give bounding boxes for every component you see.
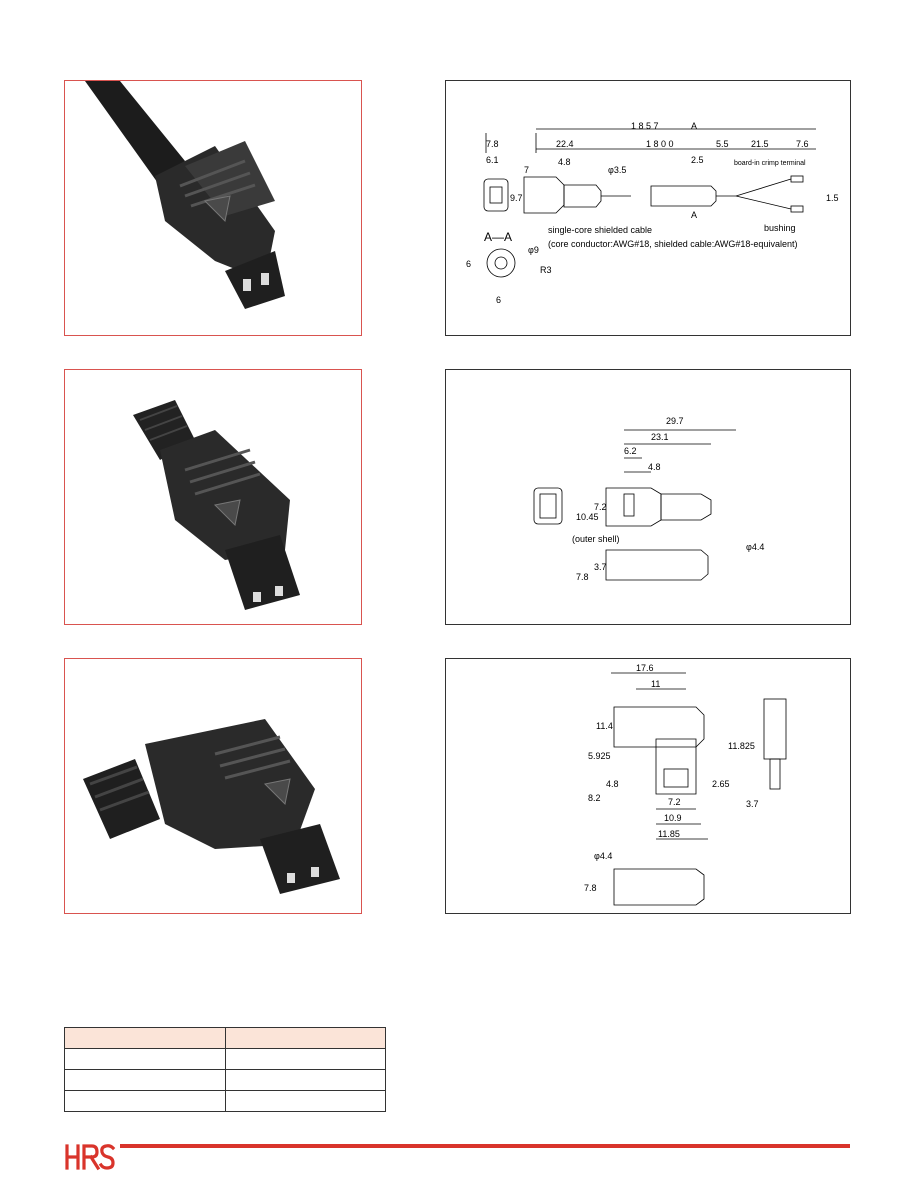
dim-label: 7.2 bbox=[668, 797, 681, 807]
dim-label: 11 bbox=[651, 679, 660, 689]
dim-label: 8.2 bbox=[588, 793, 601, 803]
dim-label: 11.85 bbox=[658, 829, 680, 839]
dim-label: 3.7 bbox=[746, 799, 759, 809]
dim-label: 3.7 bbox=[594, 562, 607, 572]
footer-accent-line bbox=[120, 1144, 850, 1148]
table-row bbox=[64, 1048, 386, 1070]
dim-label: φ9 bbox=[528, 245, 539, 255]
dim-label: 1 8 5 7 bbox=[631, 121, 659, 131]
dim-label: 6 bbox=[496, 295, 501, 305]
dim-label: 4.8 bbox=[606, 779, 619, 789]
dim-label: 6 bbox=[466, 259, 471, 269]
dim-label: φ4.4 bbox=[746, 542, 764, 552]
table-cell bbox=[64, 1090, 226, 1112]
dim-label: 17.6 bbox=[636, 663, 654, 673]
table-cell bbox=[224, 1048, 386, 1070]
dim-label: 4.8 bbox=[648, 462, 661, 472]
table-cell bbox=[64, 1027, 226, 1049]
table-row bbox=[64, 1069, 386, 1091]
dim-label: 5.5 bbox=[716, 139, 729, 149]
dim-label: 29.7 bbox=[666, 416, 684, 426]
table-row bbox=[64, 1090, 386, 1112]
product-photo-straight-boot bbox=[64, 369, 362, 625]
dimension-drawing-right-angle: 17.6 11 11.4 5.925 11.825 4.8 8.2 2.65 7… bbox=[445, 658, 851, 914]
dim-label: 7.8 bbox=[576, 572, 589, 582]
dim-label: 7 bbox=[524, 165, 529, 175]
dim-label: 9.7 bbox=[510, 193, 523, 203]
table-cell bbox=[224, 1090, 386, 1112]
dim-label: φ3.5 bbox=[608, 165, 626, 175]
dim-label: 11.4 bbox=[596, 721, 613, 731]
dim-label: R3 bbox=[540, 265, 552, 275]
table-cell bbox=[224, 1027, 386, 1049]
hrs-logo bbox=[64, 1142, 116, 1177]
dim-label: 2.5 bbox=[691, 155, 704, 165]
dim-label: A bbox=[691, 210, 697, 220]
dim-label: 6.1 bbox=[486, 155, 499, 165]
dim-label: 10.45 bbox=[576, 512, 599, 522]
dim-label: 2.65 bbox=[712, 779, 730, 789]
dim-label: 4.8 bbox=[558, 157, 571, 167]
dim-label: 1 8 0 0 bbox=[646, 139, 674, 149]
dim-label: 1.5 bbox=[826, 193, 839, 203]
dim-label: 22.4 bbox=[556, 139, 574, 149]
table-cell bbox=[64, 1048, 226, 1070]
dim-label: 11.825 bbox=[728, 741, 755, 751]
dim-label: 6.2 bbox=[624, 446, 637, 456]
dim-label: 5.925 bbox=[588, 751, 611, 761]
callout-label: (outer shell) bbox=[572, 534, 620, 544]
dim-label: 10.9 bbox=[664, 813, 682, 823]
table-cell bbox=[224, 1069, 386, 1091]
spec-table bbox=[64, 1027, 386, 1112]
product-photo-straight-cable bbox=[64, 80, 362, 336]
dim-label: 7.8 bbox=[486, 139, 499, 149]
dimension-drawing-straight-cable: 7.8 6.1 22.4 4.8 1 8 5 7 A 1 8 0 0 5.5 2… bbox=[445, 80, 851, 336]
section-label: A—A bbox=[484, 230, 512, 244]
dim-label: 7.6 bbox=[796, 139, 809, 149]
product-photo-right-angle bbox=[64, 658, 362, 914]
callout-label: single-core shielded cable bbox=[548, 225, 652, 235]
dim-label: 7.8 bbox=[584, 883, 597, 893]
table-cell bbox=[64, 1069, 226, 1091]
dim-label: A bbox=[691, 121, 697, 131]
table-header-row bbox=[64, 1027, 386, 1049]
callout-label: (core conductor:AWG#18, shielded cable:A… bbox=[548, 239, 797, 249]
dim-label: 23.1 bbox=[651, 432, 669, 442]
dim-label: φ4.4 bbox=[594, 851, 612, 861]
dimension-drawing-straight-boot: 29.7 23.1 6.2 4.8 10.45 7.2 (outer shell… bbox=[445, 369, 851, 625]
callout-label: board-in crimp terminal bbox=[734, 160, 806, 167]
dim-label: 21.5 bbox=[751, 139, 769, 149]
callout-label: bushing bbox=[764, 223, 796, 233]
dim-label: 7.2 bbox=[594, 502, 607, 512]
